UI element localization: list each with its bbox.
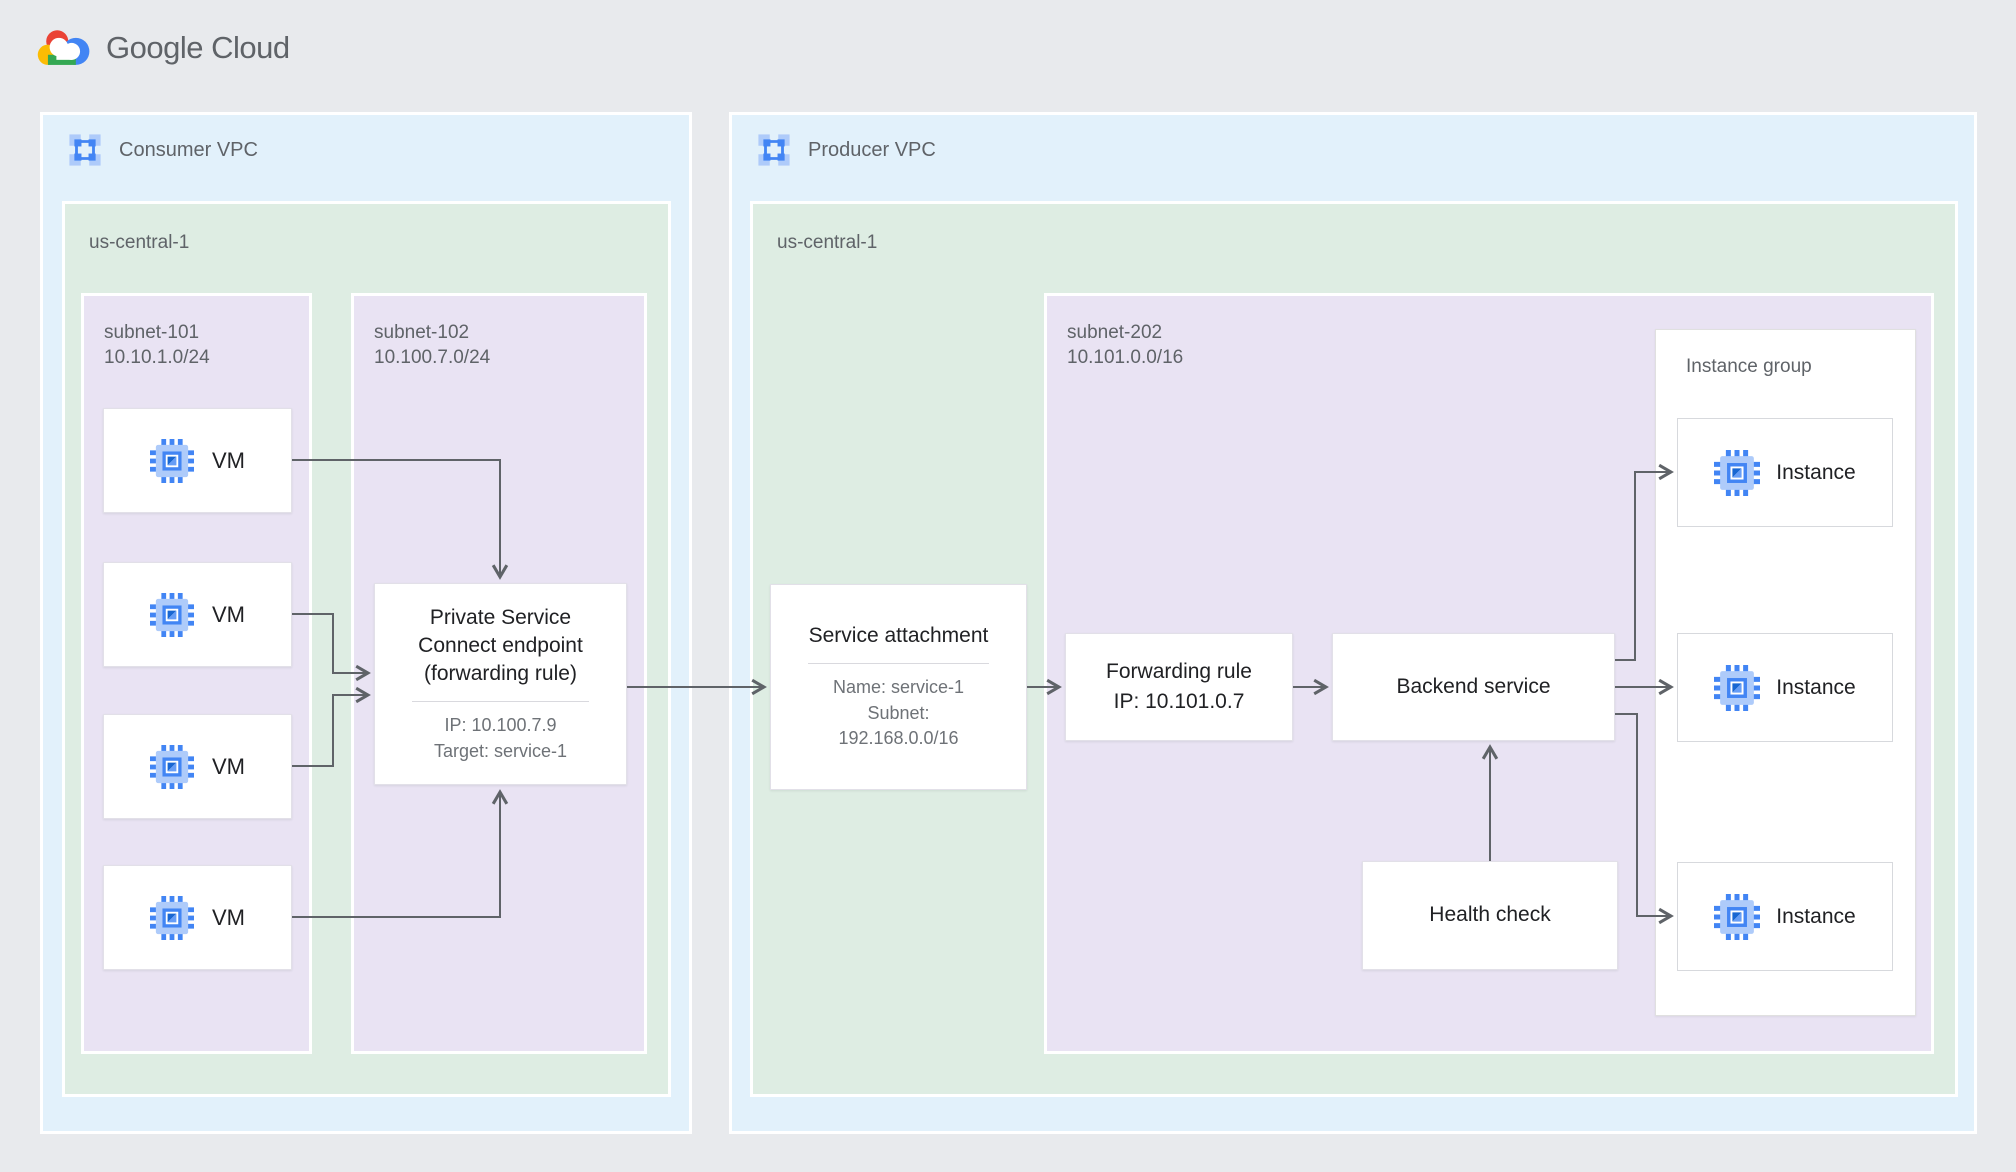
vm-label: VM — [212, 904, 245, 930]
vm-node-2: VM — [103, 562, 292, 667]
vm-node-4: VM — [103, 865, 292, 970]
subnet-102-cidr: 10.100.7.0/24 — [374, 347, 491, 369]
service-attachment-node: Service attachment Name: service-1 Subne… — [770, 584, 1027, 790]
instance-group-title: Instance group — [1686, 356, 1812, 377]
service-attachment-subnet-value: 192.168.0.0/16 — [838, 728, 959, 749]
consumer-region: us-central-1 subnet-101 10.10.1.0/24 VM … — [62, 201, 671, 1097]
vm-node-3: VM — [103, 714, 292, 819]
forwarding-rule-node: Forwarding rule IP: 10.101.0.7 — [1065, 633, 1293, 741]
service-attachment-subnet-label: Subnet: — [867, 702, 930, 723]
compute-engine-icon — [1714, 449, 1761, 496]
subnet-202-label: subnet-202 10.101.0.0/16 — [1067, 320, 1183, 370]
vpc-network-icon — [68, 133, 102, 167]
forwarding-rule-ip: IP: 10.101.0.7 — [1113, 690, 1245, 713]
psc-endpoint-node: Private Service Connect endpoint (forwar… — [374, 583, 627, 785]
instance-node-2: Instance — [1677, 633, 1893, 742]
subnet-202-name: subnet-202 — [1067, 322, 1163, 343]
vm-label: VM — [212, 601, 245, 627]
compute-engine-icon — [1714, 664, 1761, 711]
subnet-101-name: subnet-101 — [104, 322, 200, 343]
psc-endpoint-title: Private Service Connect endpoint (forwar… — [418, 605, 583, 686]
compute-engine-icon — [150, 744, 194, 789]
forwarding-rule-title: Forwarding rule — [1106, 659, 1252, 683]
producer-region-label: us-central-1 — [777, 232, 878, 253]
backend-service-title: Backend service — [1396, 674, 1551, 698]
producer-vpc-header: Producer VPC — [757, 133, 936, 167]
health-check-title: Health check — [1429, 903, 1551, 927]
producer-region: us-central-1 Service attachment Name: se… — [750, 201, 1958, 1097]
compute-engine-icon — [150, 895, 194, 940]
health-check-node: Health check — [1362, 861, 1618, 970]
instance-label: Instance — [1776, 904, 1856, 928]
compute-engine-icon — [1714, 893, 1761, 940]
google-cloud-logo-icon — [37, 30, 90, 65]
instance-label: Instance — [1776, 675, 1856, 699]
instance-node-1: Instance — [1677, 418, 1893, 527]
consumer-region-label: us-central-1 — [89, 232, 190, 253]
psc-endpoint-target: Target: service-1 — [433, 740, 568, 761]
google-cloud-logo-text: Google Cloud — [106, 30, 290, 65]
service-attachment-name: Name: service-1 — [832, 677, 965, 698]
subnet-102-name: subnet-102 — [374, 322, 470, 343]
backend-service-node: Backend service — [1332, 633, 1615, 741]
vm-label: VM — [212, 753, 245, 779]
compute-engine-icon — [150, 438, 194, 483]
subnet-202: subnet-202 10.101.0.0/16 Forwarding rule… — [1044, 293, 1934, 1054]
producer-vpc-container: Producer VPC us-central-1 Service attach… — [729, 112, 1977, 1134]
compute-engine-icon — [150, 592, 194, 637]
subnet-102: subnet-102 10.100.7.0/24 Private Service… — [351, 293, 647, 1054]
divider — [808, 663, 989, 665]
subnet-101: subnet-101 10.10.1.0/24 VM VM VM V — [81, 293, 312, 1054]
consumer-vpc-title: Consumer VPC — [119, 138, 258, 161]
vpc-network-icon — [757, 133, 791, 167]
instance-label: Instance — [1776, 460, 1856, 484]
google-cloud-logo: Google Cloud — [36, 26, 290, 70]
vm-label: VM — [212, 447, 245, 473]
consumer-vpc-container: Consumer VPC us-central-1 subnet-101 10.… — [40, 112, 692, 1134]
subnet-101-label: subnet-101 10.10.1.0/24 — [104, 320, 210, 370]
divider — [411, 701, 590, 703]
subnet-101-cidr: 10.10.1.0/24 — [104, 347, 210, 369]
vm-node-1: VM — [103, 408, 292, 513]
producer-vpc-title: Producer VPC — [808, 138, 936, 161]
subnet-102-label: subnet-102 10.100.7.0/24 — [374, 320, 490, 370]
service-attachment-title: Service attachment — [808, 624, 989, 648]
consumer-vpc-header: Consumer VPC — [68, 133, 258, 167]
instance-node-3: Instance — [1677, 862, 1893, 971]
psc-endpoint-ip: IP: 10.100.7.9 — [444, 715, 557, 736]
instance-group-container: Instance group Instance Instance Instanc… — [1655, 329, 1916, 1016]
subnet-202-cidr: 10.101.0.0/16 — [1067, 347, 1184, 369]
